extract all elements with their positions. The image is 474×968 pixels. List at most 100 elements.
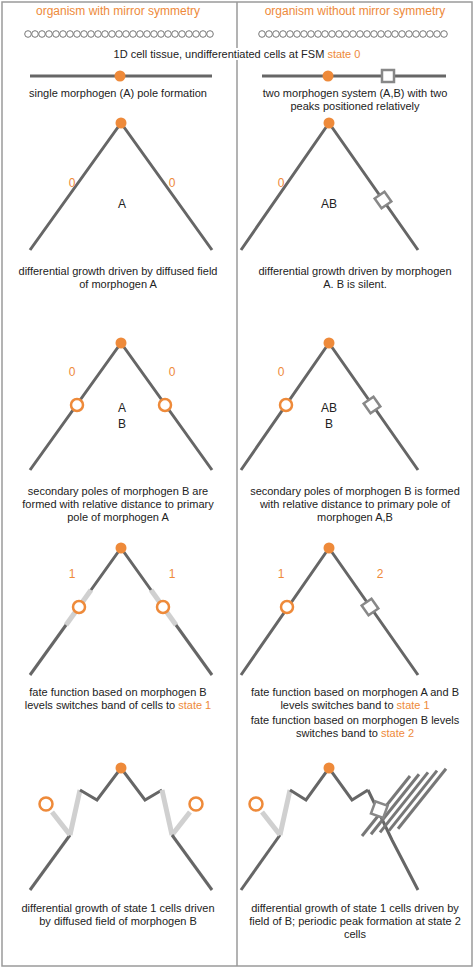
text-group: A xyxy=(105,198,139,211)
text-group: secondary poles of morphogen B is formed… xyxy=(248,485,463,524)
cell xyxy=(406,31,413,38)
text-line: differential growth driven by diffused f… xyxy=(19,265,218,290)
cell xyxy=(158,31,165,38)
cell xyxy=(144,31,151,38)
state-number: 0 xyxy=(278,176,285,190)
cell xyxy=(392,31,399,38)
cell xyxy=(207,31,214,38)
text-line: fate function based on morphogen A and B… xyxy=(251,686,459,711)
cell xyxy=(385,31,392,38)
state-number: 0 xyxy=(169,365,176,379)
state-number: 1 xyxy=(169,567,176,581)
caption: state 0 xyxy=(327,48,360,60)
caption: two morphogen system (A,B) with two peak… xyxy=(263,87,448,112)
text-group: differential growth driven by morphogen … xyxy=(255,265,455,291)
cell xyxy=(350,31,357,38)
text-group: B xyxy=(312,418,346,431)
state-number: 2 xyxy=(377,567,384,581)
pole-marks xyxy=(40,763,388,818)
peak-line xyxy=(398,769,446,829)
cell xyxy=(137,31,144,38)
periodic-peaks xyxy=(362,769,446,836)
cell xyxy=(294,31,301,38)
cell xyxy=(123,31,130,38)
text-line: AB xyxy=(321,402,337,414)
state-number: 0 xyxy=(69,176,76,190)
morphogen-line xyxy=(30,70,446,82)
text-group: AB xyxy=(312,198,346,211)
text-group: 0 xyxy=(63,177,81,190)
cell xyxy=(102,31,109,38)
cell xyxy=(413,31,420,38)
text-group: differential growth of state 1 cells dri… xyxy=(248,902,463,941)
text-line: organism without mirror symmetry xyxy=(265,4,446,18)
cell xyxy=(25,31,32,38)
text-line: differential growth driven by morphogen … xyxy=(258,265,451,290)
text-line: differential growth of state 1 cells dri… xyxy=(249,902,461,940)
text-group: fate function based on morphogen B level… xyxy=(248,714,463,740)
text-line: single morphogen (A) pole formation xyxy=(29,87,207,99)
cell xyxy=(357,31,364,38)
cell xyxy=(287,31,294,38)
cell xyxy=(420,31,427,38)
text-group: 1D cell tissue, undifferentiated cells a… xyxy=(77,48,397,61)
cell xyxy=(200,31,207,38)
cell xyxy=(172,31,179,38)
text-group: 2 xyxy=(371,568,389,581)
text-line: 0 xyxy=(169,177,176,189)
cell xyxy=(46,31,53,38)
state-number: 0 xyxy=(69,365,76,379)
state-number: 1 xyxy=(69,567,76,581)
cell xyxy=(371,31,378,38)
caption: state 1 xyxy=(178,699,211,711)
cell xyxy=(53,31,60,38)
cell xyxy=(39,31,46,38)
state-number: A xyxy=(118,197,126,211)
text-line: 0 xyxy=(69,366,76,378)
cell xyxy=(109,31,116,38)
cell xyxy=(186,31,193,38)
cell xyxy=(179,31,186,38)
text-line: organism with mirror symmetry xyxy=(36,4,200,18)
cell xyxy=(130,31,137,38)
text-group: secondary poles of morphogen B are forme… xyxy=(11,485,226,524)
cell xyxy=(81,31,88,38)
text-line: B xyxy=(325,418,333,430)
cell xyxy=(95,31,102,38)
cell xyxy=(329,31,336,38)
text-line: AB xyxy=(321,198,337,210)
caption: differential growth of state 1 cells dri… xyxy=(21,902,214,927)
cell xyxy=(280,31,287,38)
text-line: 0 xyxy=(278,366,285,378)
cell xyxy=(266,31,273,38)
state-number: 0 xyxy=(169,176,176,190)
cell xyxy=(441,31,448,38)
state-number: AB xyxy=(321,401,337,415)
text-line: 1 xyxy=(69,568,76,580)
text-line: secondary poles of morphogen B is formed… xyxy=(250,485,460,523)
text-line: 1 xyxy=(278,568,285,580)
text-group: 1 xyxy=(272,568,290,581)
column-heading: organism without mirror symmetry xyxy=(265,4,446,18)
text-group: fate function based on morphogen A and B… xyxy=(248,686,463,712)
cell xyxy=(301,31,308,38)
text-group: AB xyxy=(312,402,346,415)
growth-triangle xyxy=(30,548,418,675)
text-line: fate function based on morphogen B level… xyxy=(251,714,460,739)
cell xyxy=(343,31,350,38)
text-group: 0 xyxy=(272,177,290,190)
text-group: 0 xyxy=(272,366,290,379)
caption: differential growth driven by morphogen … xyxy=(258,265,451,290)
cell xyxy=(60,31,67,38)
cell xyxy=(151,31,158,38)
text-line: 2 xyxy=(377,568,384,580)
text-line: 1D cell tissue, undifferentiated cells a… xyxy=(111,48,364,60)
text-group: B xyxy=(105,418,139,431)
cell xyxy=(336,31,343,38)
caption: 1D cell tissue, undifferentiated cells a… xyxy=(114,48,325,60)
cell xyxy=(273,31,280,38)
pole-dot xyxy=(324,118,335,129)
cell xyxy=(165,31,172,38)
caption: single morphogen (A) pole formation xyxy=(29,87,207,99)
